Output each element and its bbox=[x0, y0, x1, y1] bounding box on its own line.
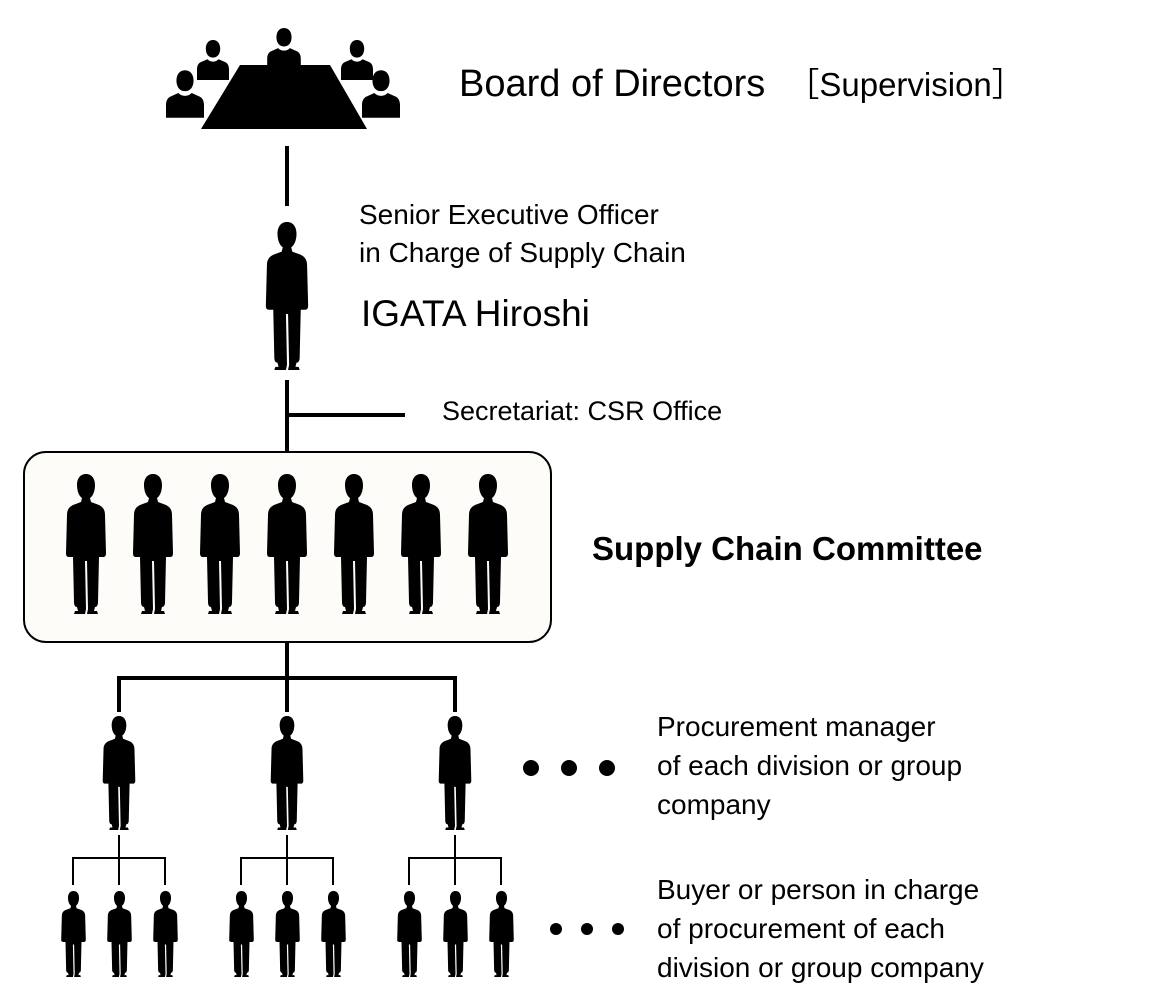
procurement-manager-figure bbox=[102, 716, 136, 830]
procurement-manager-line3: company bbox=[657, 789, 771, 820]
board-title: Board of Directors ［Supervision］ bbox=[459, 62, 1025, 108]
buyers-ellipsis bbox=[550, 923, 624, 935]
buyer-figure bbox=[229, 891, 254, 977]
board-table bbox=[201, 65, 367, 129]
buyer-figure bbox=[61, 891, 86, 977]
buyer-figure bbox=[443, 891, 468, 977]
buyer-figure bbox=[489, 891, 514, 977]
buyer-figure bbox=[397, 891, 422, 977]
committee-label: Supply Chain Committee bbox=[592, 530, 983, 567]
procurement-managers bbox=[102, 716, 472, 830]
managers-ellipsis bbox=[523, 760, 615, 776]
procurement-manager-line1: Procurement manager bbox=[657, 711, 936, 742]
secretariat-label: Secretariat: CSR Office bbox=[442, 396, 723, 426]
executive-role-line2: in Charge of Supply Chain bbox=[359, 237, 686, 268]
board-subtitle: ［Supervision］ bbox=[786, 66, 1025, 103]
procurement-manager-figure bbox=[438, 716, 472, 830]
executive-role-line1: Senior Executive Officer bbox=[359, 199, 659, 230]
connector-managers-bus bbox=[117, 676, 457, 712]
procurement-manager-line2: of each division or group bbox=[657, 750, 963, 781]
board-member bbox=[341, 40, 373, 80]
buyer-figure bbox=[107, 891, 132, 977]
executive-role: Senior Executive Officer in Charge of Su… bbox=[359, 196, 686, 272]
buyer-label: Buyer or person in charge of procurement… bbox=[657, 870, 984, 987]
buyer-line2: of procurement of each bbox=[657, 913, 945, 944]
buyers bbox=[61, 891, 514, 977]
board-illustration bbox=[166, 28, 400, 129]
buyer-line1: Buyer or person in charge bbox=[657, 874, 980, 905]
executive-name: IGATA Hiroshi bbox=[361, 293, 590, 334]
buyer-line3: division or group company bbox=[657, 952, 984, 983]
connector-lines bbox=[117, 146, 457, 712]
procurement-manager-figure bbox=[270, 716, 304, 830]
board-member bbox=[267, 28, 301, 70]
buyer-figure bbox=[153, 891, 178, 977]
connector-buyer-lines bbox=[72, 835, 502, 885]
buyer-figure bbox=[275, 891, 300, 977]
board-member bbox=[197, 40, 229, 80]
procurement-manager-label: Procurement manager of each division or … bbox=[657, 707, 962, 824]
buyer-figure bbox=[321, 891, 346, 977]
board-title-text: Board of Directors bbox=[459, 63, 766, 105]
executive-figure bbox=[265, 222, 309, 370]
